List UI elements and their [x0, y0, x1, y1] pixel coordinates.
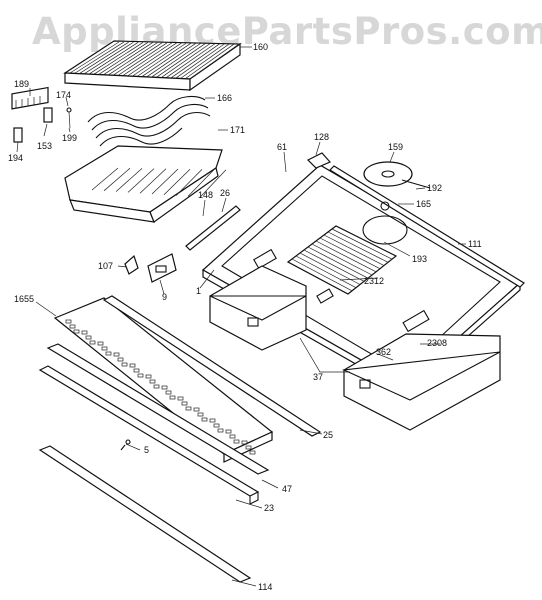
part-label-2312: 2312 — [364, 276, 384, 286]
part-label-2308: 2308 — [427, 338, 447, 348]
part-label-25: 25 — [323, 430, 333, 440]
part-label-148: 148 — [198, 190, 213, 200]
part-label-153: 153 — [37, 141, 52, 151]
part-label-362: 362 — [376, 347, 391, 357]
part-label-26: 26 — [220, 188, 230, 198]
part-label-128: 128 — [314, 132, 329, 142]
part-label-1: 1 — [196, 286, 201, 296]
part-label-159: 159 — [388, 142, 403, 152]
part-label-1655: 1655 — [14, 294, 34, 304]
part-label-189: 189 — [14, 79, 29, 89]
part-label-194: 194 — [8, 153, 23, 163]
part-label-9: 9 — [162, 292, 167, 302]
part-label-166: 166 — [217, 93, 232, 103]
part-label-23: 23 — [264, 503, 274, 513]
part-label-192: 192 — [427, 183, 442, 193]
part-label-199: 199 — [62, 133, 77, 143]
part-label-165: 165 — [416, 199, 431, 209]
part-label-193: 193 — [412, 254, 427, 264]
leader-lines — [16, 46, 466, 587]
drip-pan — [64, 145, 227, 223]
part-number-labels: 160 189 174 166 199 171 153 194 61 128 1… — [8, 42, 482, 592]
part-label-37: 37 — [313, 372, 323, 382]
grill-grate — [63, 40, 242, 92]
part-label-114: 114 — [258, 582, 272, 592]
part-label-5: 5 — [144, 445, 149, 455]
burner-boxes — [209, 265, 501, 431]
part-label-174: 174 — [56, 90, 71, 100]
part-label-160: 160 — [253, 42, 268, 52]
small-parts-left — [11, 86, 72, 143]
part-label-61: 61 — [277, 142, 287, 152]
part-label-111: 111 — [468, 239, 482, 249]
part-label-47: 47 — [282, 484, 292, 494]
control-brackets — [124, 253, 177, 283]
part-label-171: 171 — [230, 125, 245, 135]
surface-burner — [363, 161, 431, 211]
control-panel — [38, 295, 322, 583]
part-label-107: 107 — [98, 261, 113, 271]
